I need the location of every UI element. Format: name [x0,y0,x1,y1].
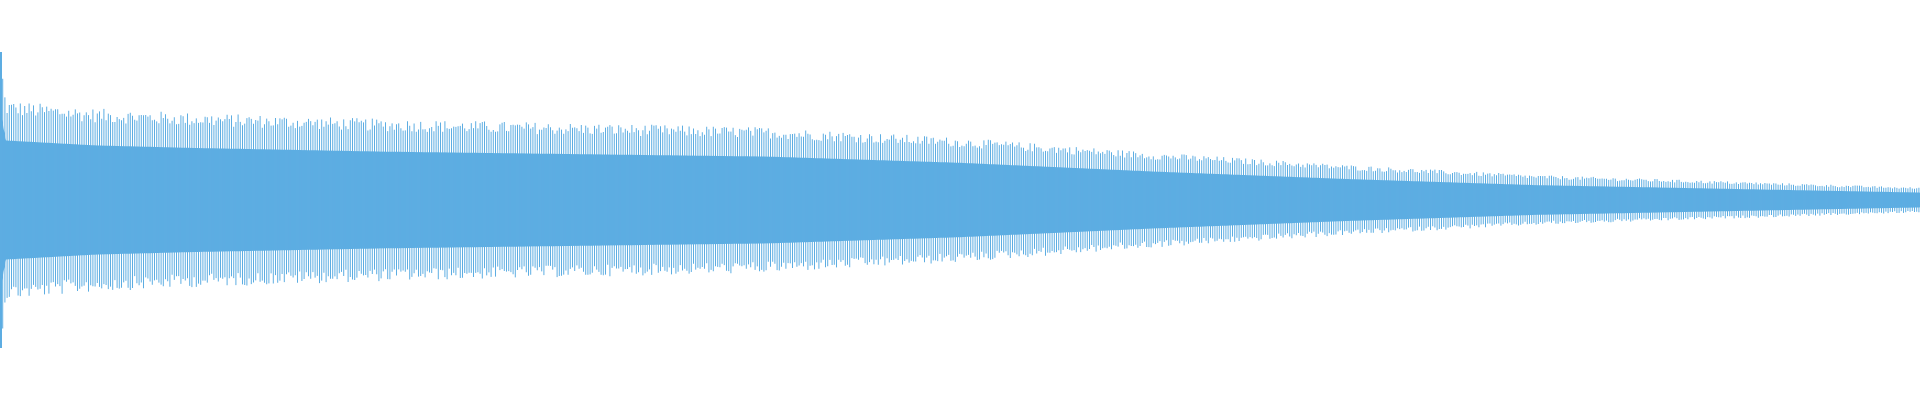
waveform-transient-spike [0,52,2,348]
